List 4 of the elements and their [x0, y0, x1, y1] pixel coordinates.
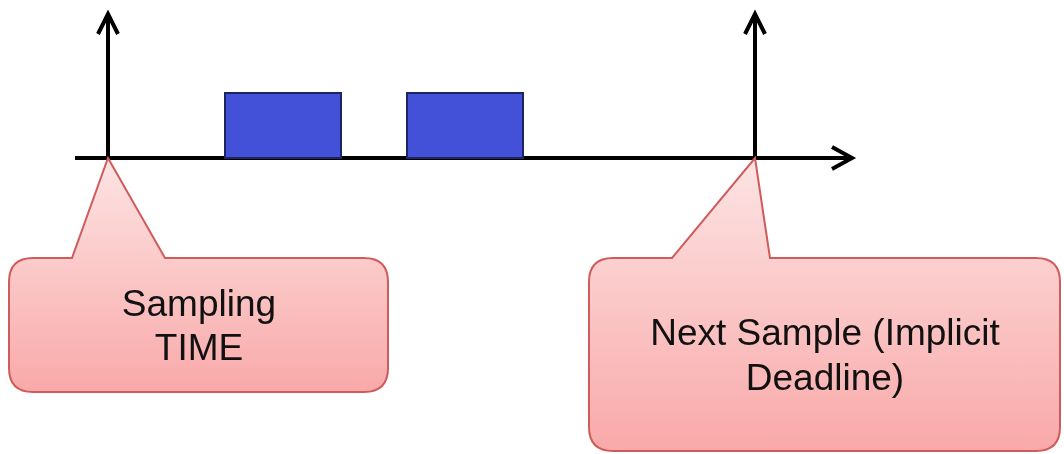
callout-text: Sampling TIME [120, 281, 278, 370]
callout-text: Next Sample (Implicit Deadline) [649, 311, 1001, 400]
task-bar [406, 92, 524, 159]
task-bar [224, 92, 342, 159]
